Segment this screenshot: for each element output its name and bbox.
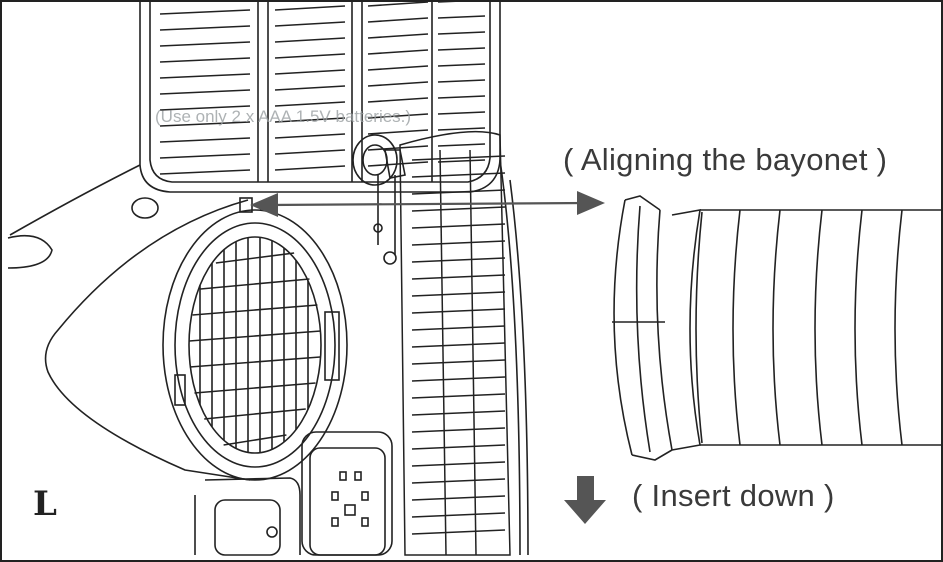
front-grille-slat (411, 512, 506, 518)
round-grille-rib (192, 304, 318, 316)
front-grille-slat (411, 240, 506, 246)
top-grille-slat (274, 117, 346, 123)
front-grille-slat (411, 325, 506, 331)
front-grille-slat (411, 444, 506, 450)
remote-clip (352, 134, 406, 265)
top-grille-slat (367, 97, 429, 103)
top-grille-slat (367, 113, 429, 119)
top-grille-slat (159, 9, 251, 15)
top-grille-slat (367, 129, 429, 135)
front-grille-slat (411, 223, 506, 229)
top-grille-slat (274, 101, 346, 107)
front-grille-slat (411, 274, 506, 280)
top-grille-slat (159, 121, 251, 127)
top-grille-slat (159, 41, 251, 47)
top-grille-slat (437, 127, 486, 131)
front-grille-slat (411, 155, 506, 161)
front-grille-slat (411, 257, 506, 263)
round-grille-rib (223, 434, 287, 446)
top-grille-slat (274, 21, 346, 27)
top-grille-slat (437, 143, 486, 147)
round-grille-rib (204, 408, 306, 420)
top-grille-slat (437, 95, 486, 99)
front-grille-slat (411, 189, 506, 195)
battery-note: (Use only 2 x AAA 1.5V batteries.) (155, 107, 412, 126)
hose-rib (894, 209, 903, 446)
round-grille-rib (215, 252, 295, 264)
round-grille-rib (194, 382, 316, 394)
top-grille-slat (159, 73, 251, 79)
top-grille-slat (367, 65, 429, 71)
hose-rib (732, 209, 741, 446)
double-headed-arrow-icon (250, 191, 605, 217)
down-arrow-icon (564, 476, 606, 524)
top-grille-slat (367, 1, 429, 7)
top-grille-slat (367, 49, 429, 55)
top-grille-slat (274, 5, 346, 11)
front-grille-slat (411, 461, 506, 467)
top-grille-slat (274, 69, 346, 75)
top-grille-slat (437, 111, 486, 115)
top-grille-slat (274, 149, 346, 155)
front-grille-slat (411, 291, 506, 297)
front-grille-slat (411, 427, 506, 433)
top-grille-slat (274, 133, 346, 139)
top-grille-slat (437, 15, 486, 19)
top-grille (139, 0, 501, 193)
round-grille-rib (189, 356, 321, 368)
round-grille (162, 197, 348, 481)
hose-rib (772, 209, 781, 446)
top-grille-slat (159, 57, 251, 63)
top-grille-slat (159, 153, 251, 159)
front-grille-slat (411, 342, 506, 348)
front-grille-slat (411, 393, 506, 399)
top-grille-slat (159, 137, 251, 143)
top-grille-slat (274, 85, 346, 91)
front-grille-slat (411, 495, 506, 501)
front-grille-slat (411, 359, 506, 365)
front-grille-slat (411, 376, 506, 382)
top-grille-slat (159, 169, 251, 175)
corner-letter: L (33, 484, 57, 524)
aligning-bayonet-label: ( Aligning the bayonet ) (563, 142, 888, 177)
front-grille-divider (469, 149, 477, 556)
hose-rib (814, 209, 823, 446)
front-grille-divider (439, 149, 447, 556)
front-grille-slat (411, 410, 506, 416)
top-grille-slat (437, 159, 486, 163)
top-grille-slat (437, 47, 486, 51)
hose-rib (854, 209, 863, 446)
top-grille-slat (437, 63, 486, 67)
front-grille-slat (411, 172, 506, 178)
top-grille-slat (437, 0, 486, 3)
top-grille-slat (437, 79, 486, 83)
bottom-sockets (194, 431, 393, 556)
top-grille-slat (159, 25, 251, 31)
top-grille-slat (437, 31, 486, 35)
front-grille (399, 130, 511, 556)
insert-down-label: ( Insert down ) (632, 478, 835, 513)
top-grille-slat (159, 89, 251, 95)
front-grille-slat (411, 478, 506, 484)
round-grille-rib (189, 330, 321, 342)
top-grille-slat (274, 165, 346, 171)
top-grille-slat (367, 161, 429, 167)
top-grille-slat (274, 53, 346, 59)
exhaust-hose (612, 195, 942, 461)
front-grille-slat (411, 206, 506, 212)
top-grille-slat (367, 145, 429, 151)
round-grille-rib (200, 278, 310, 290)
top-grille-slat (367, 81, 429, 87)
unit-body (7, 159, 529, 556)
front-grille-slat (411, 529, 506, 535)
top-grille-slat (159, 105, 251, 111)
top-grille-slat (367, 17, 429, 23)
front-grille-slat (411, 308, 506, 314)
top-grille-slat (274, 37, 346, 43)
top-grille-slat (367, 33, 429, 39)
